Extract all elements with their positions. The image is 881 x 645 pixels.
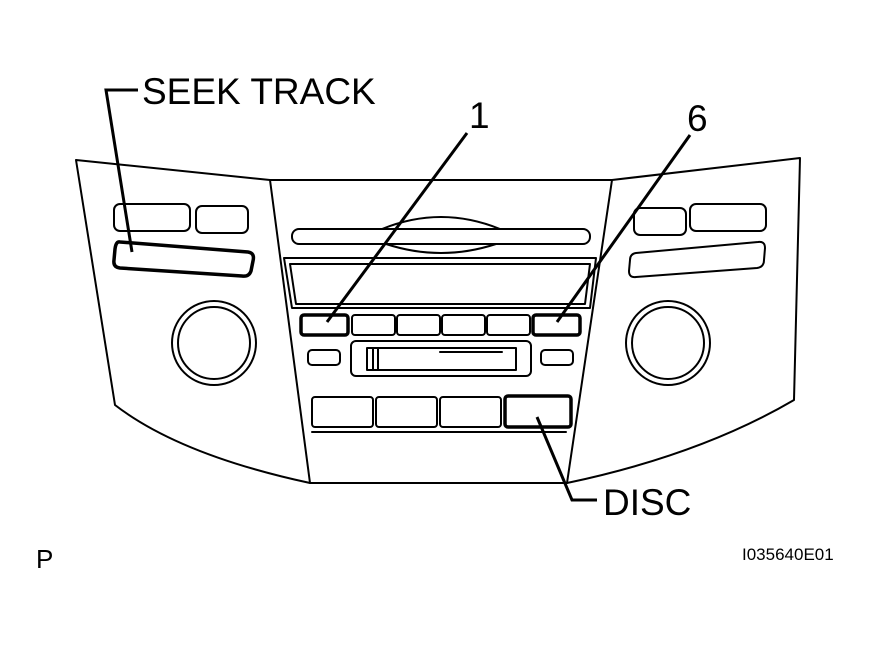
preset-button-6[interactable]	[531, 313, 582, 337]
right-mid-button[interactable]	[628, 240, 766, 279]
right-top-button-b[interactable]	[689, 203, 767, 232]
preset-1-leader	[325, 132, 469, 323]
seek-track-button[interactable]	[112, 240, 256, 278]
page-code-label: P	[36, 544, 53, 574]
preset-6-leader	[555, 134, 692, 323]
faceplate	[75, 157, 801, 484]
left-control-section	[112, 203, 257, 386]
cassette-door[interactable]	[350, 340, 532, 377]
preset-button-1[interactable]	[299, 313, 350, 337]
right-control-section	[625, 203, 767, 386]
left-top-button-b[interactable]	[195, 205, 249, 234]
preset-1-label: 1	[469, 95, 490, 136]
seek-track-label: SEEK TRACK	[142, 71, 376, 112]
disc-label: DISC	[603, 482, 691, 523]
display-window	[283, 257, 597, 309]
cd-slot[interactable]	[291, 216, 591, 254]
bottom-button-1[interactable]	[311, 396, 374, 428]
figure-id-label: I035640E01	[742, 545, 834, 564]
bottom-button-3[interactable]	[439, 396, 502, 428]
right-small-button[interactable]	[540, 349, 574, 366]
preset-buttons	[299, 313, 582, 337]
disc-leader	[535, 416, 597, 502]
leader-lines	[104, 88, 692, 502]
left-volume-knob[interactable]	[171, 300, 257, 386]
preset-button-5[interactable]	[486, 314, 531, 336]
cassette-row	[307, 340, 574, 377]
preset-button-2[interactable]	[351, 314, 396, 336]
center-section	[283, 216, 597, 429]
left-top-button-a[interactable]	[113, 203, 191, 232]
left-small-button[interactable]	[307, 349, 341, 366]
right-top-button-a[interactable]	[633, 207, 687, 236]
right-tune-knob[interactable]	[625, 300, 711, 386]
preset-button-3[interactable]	[396, 314, 441, 336]
bottom-buttons	[311, 394, 573, 429]
disc-button[interactable]	[503, 394, 573, 429]
bottom-button-2[interactable]	[375, 396, 438, 428]
seek-track-leader	[104, 88, 138, 253]
preset-button-4[interactable]	[441, 314, 486, 336]
preset-6-label: 6	[687, 98, 708, 139]
